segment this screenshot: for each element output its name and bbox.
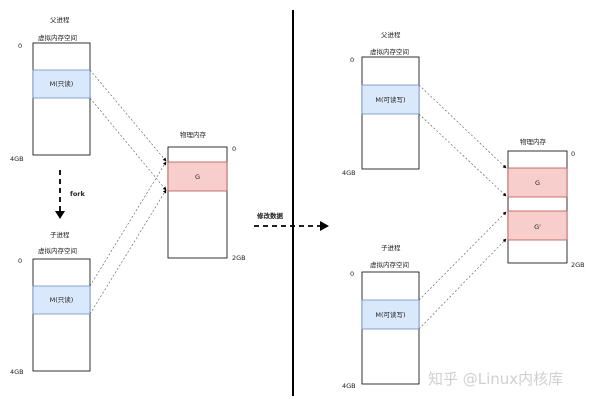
left-parent-region-label: M(只读) bbox=[50, 79, 74, 88]
left-child-addr-top: 0 bbox=[18, 257, 22, 265]
left-child-memory-box bbox=[32, 258, 91, 372]
left-physical-page-label: G bbox=[195, 173, 200, 181]
left-parent-map-arrow-top bbox=[89, 69, 167, 162]
right-parent-addr-bottom: 4GB bbox=[342, 169, 356, 177]
right-physical-page-1-label: G bbox=[535, 179, 540, 187]
right-physical-title: 物理内存 bbox=[520, 137, 547, 146]
right-child-region-label: M(可读写) bbox=[375, 310, 405, 319]
watermark: 知乎 @Linux内核库 bbox=[428, 370, 563, 388]
left-child-region-label: M(只读) bbox=[50, 295, 74, 304]
right-physical-addr-top: 0 bbox=[571, 150, 575, 158]
left-child-space-label: 虚拟内存空间 bbox=[38, 246, 77, 255]
left-parent-title: 父进程 bbox=[50, 15, 70, 24]
left-parent-memory-box bbox=[32, 42, 91, 156]
right-child-map-arrow-top bbox=[418, 211, 507, 301]
right-parent-region bbox=[361, 84, 420, 115]
left-physical-title: 物理内存 bbox=[180, 130, 207, 139]
right-physical-page-2-label: G' bbox=[534, 223, 541, 231]
left-physical-page bbox=[167, 161, 228, 192]
right-parent-map-arrow-bottom bbox=[418, 113, 507, 197]
left-parent-region bbox=[32, 69, 91, 99]
left-parent-addr-bottom: 4GB bbox=[10, 155, 24, 163]
fork-arrowhead bbox=[55, 211, 65, 219]
modify-arrowhead bbox=[320, 221, 329, 231]
left-physical-addr-top: 0 bbox=[232, 145, 236, 153]
right-physical-page-1 bbox=[507, 167, 568, 198]
left-child-addr-bottom: 4GB bbox=[10, 368, 24, 376]
left-child-map-arrow-bottom bbox=[89, 189, 167, 315]
right-child-region bbox=[361, 299, 420, 330]
right-parent-region-label: M(可读写) bbox=[375, 95, 405, 104]
left-child-title: 子进程 bbox=[50, 230, 70, 239]
left-parent-map-arrow-bottom bbox=[89, 97, 167, 191]
right-child-space-label: 虚拟内存空间 bbox=[370, 260, 409, 269]
left-child-region bbox=[32, 285, 91, 315]
right-parent-addr-top: 0 bbox=[350, 56, 354, 64]
right-child-title: 子进程 bbox=[381, 243, 401, 252]
right-parent-map-arrow-top bbox=[418, 84, 507, 169]
fork-label: fork bbox=[70, 190, 85, 198]
modify-data-label: 修改数据 bbox=[256, 211, 284, 220]
left-parent-space-label: 虚拟内存空间 bbox=[38, 33, 77, 42]
right-physical-page-2 bbox=[507, 210, 568, 241]
right-physical-addr-bottom: 2GB bbox=[571, 261, 585, 269]
right-parent-title: 父进程 bbox=[381, 30, 401, 39]
left-child-map-arrow-top bbox=[89, 161, 167, 287]
left-physical-addr-bottom: 2GB bbox=[232, 254, 246, 262]
right-child-addr-bottom: 4GB bbox=[342, 382, 356, 390]
right-child-addr-top: 0 bbox=[350, 270, 354, 278]
right-parent-space-label: 虚拟内存空间 bbox=[370, 47, 409, 56]
left-parent-addr-top: 0 bbox=[18, 42, 22, 50]
right-child-map-arrow-bottom bbox=[418, 238, 507, 330]
